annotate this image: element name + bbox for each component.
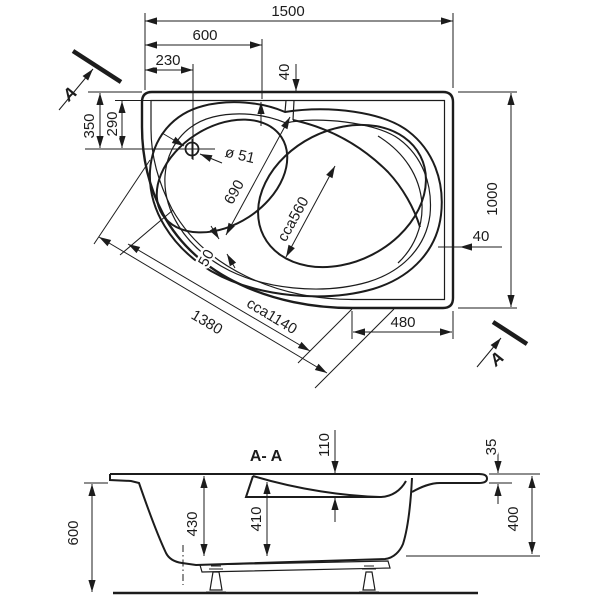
feet [206,565,379,593]
dim-1000-label: 1000 [484,182,501,215]
section-marker-bottom-right: A [476,320,529,371]
dim-cca560: cca560 [272,165,336,258]
section-marker-top-left: A [58,49,123,111]
dim-40-top: 40 [257,61,300,126]
dim-1500: 1500 [145,1,453,25]
dim-600-label: 600 [192,27,217,44]
dim-drain-label: ø 51 [223,144,256,167]
dim-400: 400 [503,476,536,554]
dim-35: 35 [481,436,503,504]
dim-230: 230 [145,50,193,74]
dim-1000: 1000 [482,93,515,307]
dim-1380-label: 1380 [188,307,225,339]
dim-40-right: 40 [460,226,492,251]
dim-350: 350 [79,93,104,148]
dim-600: 600 [145,25,262,49]
section-title: A- A [250,448,283,465]
dim-40-top-label: 40 [276,64,293,81]
dim-110: 110 [314,430,339,522]
section-outline [109,473,489,573]
section-marker-a-label-bottom: A [485,348,508,371]
dim-480-label: 480 [390,314,415,331]
plan-extension-lines [85,13,517,389]
dim-40-right-label: 40 [473,228,490,245]
section-view: A- A 110 [63,430,540,595]
dim-35-label: 35 [483,439,500,456]
seat-oval [257,123,427,269]
section-extension-lines [84,473,540,557]
dim-350-label: 350 [81,113,98,138]
dim-480: 480 [353,312,452,336]
dim-290-label: 290 [104,111,121,136]
dim-600-section-label: 600 [65,520,82,545]
dim-50-label: 50 [195,247,218,270]
plan-view: 1500 600 230 40 350 290 ø 51 [58,1,529,389]
backrest-band [292,119,421,228]
dim-430: 430 [182,476,208,556]
dim-400-label: 400 [505,506,522,531]
dim-410: 410 [246,482,271,556]
dim-230-label: 230 [155,52,180,69]
dim-600-section: 600 [63,484,96,592]
dim-410-label: 410 [248,506,265,531]
dim-110-label: 110 [316,433,333,457]
section-marker-a-label-top: A [58,83,81,106]
dim-430-label: 430 [184,511,201,536]
dim-1500-label: 1500 [271,3,304,20]
dim-290: 290 [102,101,126,148]
